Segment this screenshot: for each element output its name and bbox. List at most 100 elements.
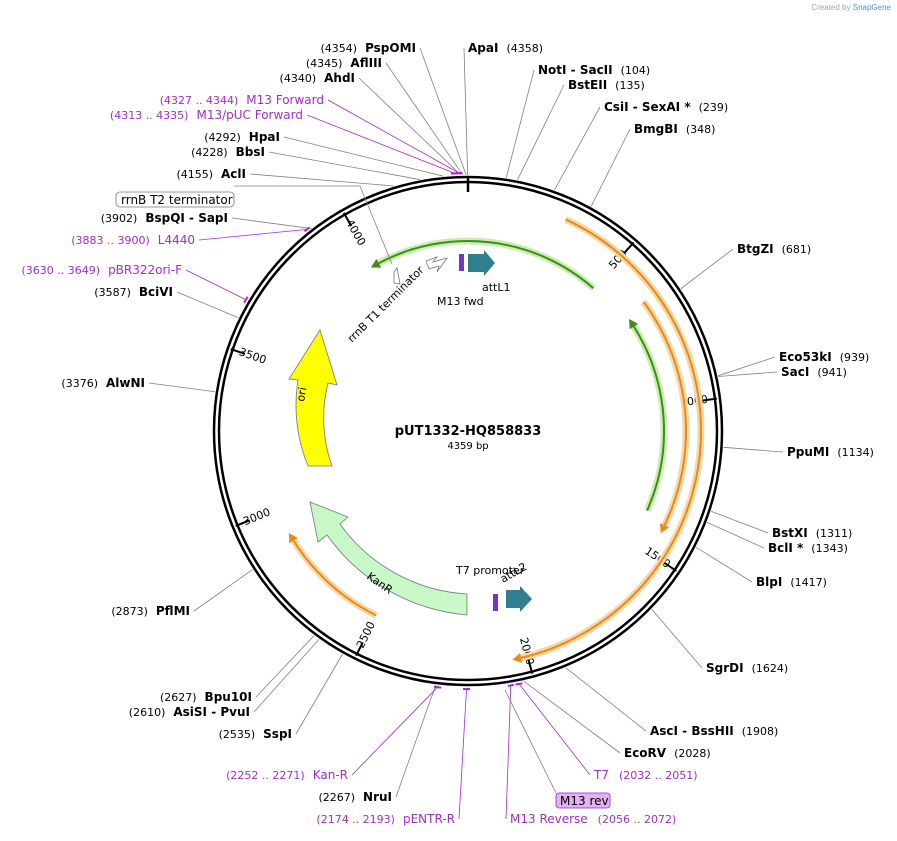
- site-leader-line: [385, 62, 464, 176]
- site-leader-line: [295, 653, 343, 735]
- primer-leader-line: [458, 688, 467, 820]
- plasmid-backbone: [212, 175, 724, 687]
- ori-label: ori: [294, 386, 309, 402]
- site-labels: ApaI(4358)NotI - SacII(104)BstEII(135)Cs…: [61, 41, 874, 804]
- site-position: (239): [699, 101, 729, 114]
- primer-name: T7: [593, 768, 609, 782]
- snapgene-credit: Created by SnapGene: [811, 3, 891, 12]
- ori-feature: [288, 329, 338, 467]
- primer-mark: [303, 226, 311, 233]
- site-name: BstXI: [772, 526, 808, 540]
- arrow-head: [288, 532, 298, 544]
- site-leader-line: [283, 136, 444, 177]
- site-position: (1908): [742, 725, 779, 738]
- site-name: BclI *: [768, 541, 804, 555]
- tick-mark: [527, 658, 534, 674]
- primer-mark: [507, 683, 514, 687]
- primer-mark: [433, 685, 442, 689]
- site-name: NotI - SacII: [538, 63, 613, 77]
- site-leader-line: [176, 291, 239, 319]
- plasmid-length: 4359 bp: [447, 441, 488, 452]
- arrow-head: [512, 653, 523, 663]
- site-name: HpaI: [249, 130, 280, 144]
- primer-name: Kan-R: [313, 768, 348, 782]
- site-name: Eco53kI: [779, 350, 832, 364]
- primer-leader-line: [198, 228, 308, 241]
- site-position: (2535): [219, 728, 256, 741]
- site-position: (3376): [61, 377, 98, 390]
- attl1-label: attL1: [482, 281, 511, 294]
- gene-arcs: [370, 237, 668, 513]
- primer-range: (4313 .. 4335): [110, 109, 189, 122]
- site-leader-line: [723, 446, 784, 453]
- primer-leader-line: [505, 685, 512, 820]
- site-leader-line: [148, 382, 216, 393]
- arrow-head: [370, 258, 382, 268]
- site-name: Bpu10I: [205, 690, 252, 704]
- site-name: BspQI - SapI: [145, 211, 228, 225]
- site-position: (1311): [816, 527, 853, 540]
- site-name: BstEII: [568, 78, 607, 92]
- primer-name: M13 Forward: [246, 93, 324, 107]
- orf-arc-middle: [642, 301, 687, 526]
- site-leader-line: [231, 217, 312, 229]
- site-position: (4228): [191, 146, 228, 159]
- site-name: AlwNI: [106, 376, 145, 390]
- orf-arc-left: [292, 540, 377, 617]
- tick-label: 3000: [241, 506, 272, 529]
- site-position: (1624): [752, 662, 789, 675]
- site-position: (2873): [111, 605, 148, 618]
- site-leader-line: [249, 173, 394, 187]
- site-leader-line: [554, 106, 601, 191]
- site-leader-line: [463, 47, 469, 176]
- m13-rev-box: [555, 792, 611, 809]
- site-position: (1417): [790, 576, 827, 589]
- site-position: (3587): [94, 286, 131, 299]
- tick-mark: [355, 641, 364, 657]
- primer-leader-line: [518, 683, 591, 776]
- primer-range: (4327 .. 4344): [160, 94, 239, 107]
- site-position: (104): [621, 64, 651, 77]
- m13-rev-leader: [504, 689, 557, 794]
- tick-mark: [342, 212, 353, 227]
- site-leader-line: [505, 69, 535, 178]
- site-position: (1134): [837, 446, 874, 459]
- plasmid-name: pUT1332-HQ858833: [395, 424, 542, 439]
- primer-leader-line: [327, 99, 460, 174]
- rrnb-t1-label: rrnB T1 terminator: [345, 263, 427, 345]
- site-position: (4358): [506, 42, 543, 55]
- tick-mark: [230, 348, 246, 355]
- primer-range: (2252 .. 2271): [226, 769, 305, 782]
- gene-arc-top: [378, 240, 595, 289]
- primer-labels: M13 Forward(4327 .. 4344)M13/pUC Forward…: [22, 93, 698, 826]
- orf-arc-outer: [520, 218, 702, 659]
- primer-name: M13 Reverse: [510, 812, 588, 826]
- site-name: AclI: [221, 167, 246, 181]
- rrnb-t2-feature: [393, 267, 401, 285]
- primer-mark: [515, 682, 523, 686]
- rrnb-t2-boxed-label: rrnB T2 terminator: [115, 185, 393, 265]
- site-position: (3902): [101, 212, 138, 225]
- primer-leader-line: [351, 686, 438, 776]
- site-position: (2028): [674, 747, 711, 760]
- site-position: (4155): [176, 168, 213, 181]
- site-position: (2267): [318, 791, 355, 804]
- attl2-feature: [506, 586, 532, 612]
- site-leader-line: [419, 47, 467, 176]
- site-name: NruI: [363, 790, 392, 804]
- site-leader-line: [358, 77, 462, 176]
- site-name: SgrDI: [706, 661, 744, 675]
- rrnb-t2-label: rrnB T2 terminator: [121, 193, 233, 207]
- rrnb-t2-leader: [234, 185, 393, 265]
- site-leader-line: [395, 684, 437, 798]
- credit-brand: SnapGene: [852, 3, 891, 12]
- site-name: CsiI - SexAI *: [604, 100, 691, 114]
- primer-range: (2174 .. 2193): [316, 813, 395, 826]
- site-position: (4345): [306, 57, 343, 70]
- site-leader-line: [717, 356, 776, 377]
- site-name: PpuMI: [787, 445, 829, 459]
- orf-arcs: [288, 216, 705, 663]
- site-leader-line: [710, 510, 769, 534]
- t7-promoter-label: T7 promoter: [455, 564, 525, 577]
